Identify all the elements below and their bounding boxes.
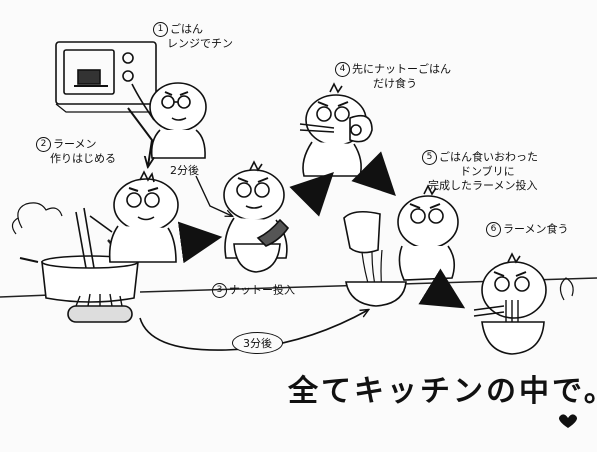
arrow-step2-step3 xyxy=(177,221,223,264)
timer-2min-label: 2分後 xyxy=(170,164,199,177)
arrow-2min xyxy=(195,175,232,216)
character-2-icon xyxy=(89,170,179,263)
arrow-step5-step6 xyxy=(418,268,466,309)
character-4-icon xyxy=(299,82,373,177)
character-5-icon xyxy=(343,184,459,307)
arrow-3min xyxy=(139,310,368,351)
character-1-icon xyxy=(131,82,207,159)
microwave-icon xyxy=(55,41,157,113)
arrow-step1-step2 xyxy=(127,107,152,166)
heart-icon xyxy=(559,414,577,428)
character-6-icon xyxy=(473,252,574,355)
character-3-icon xyxy=(223,160,290,273)
footer-caption: 全てキッチンの中で。 xyxy=(288,374,597,409)
arrow-step3-step4 xyxy=(289,172,334,217)
arrow-step4-step5 xyxy=(351,151,396,196)
timer-3min-label: 3分後 xyxy=(232,332,283,354)
